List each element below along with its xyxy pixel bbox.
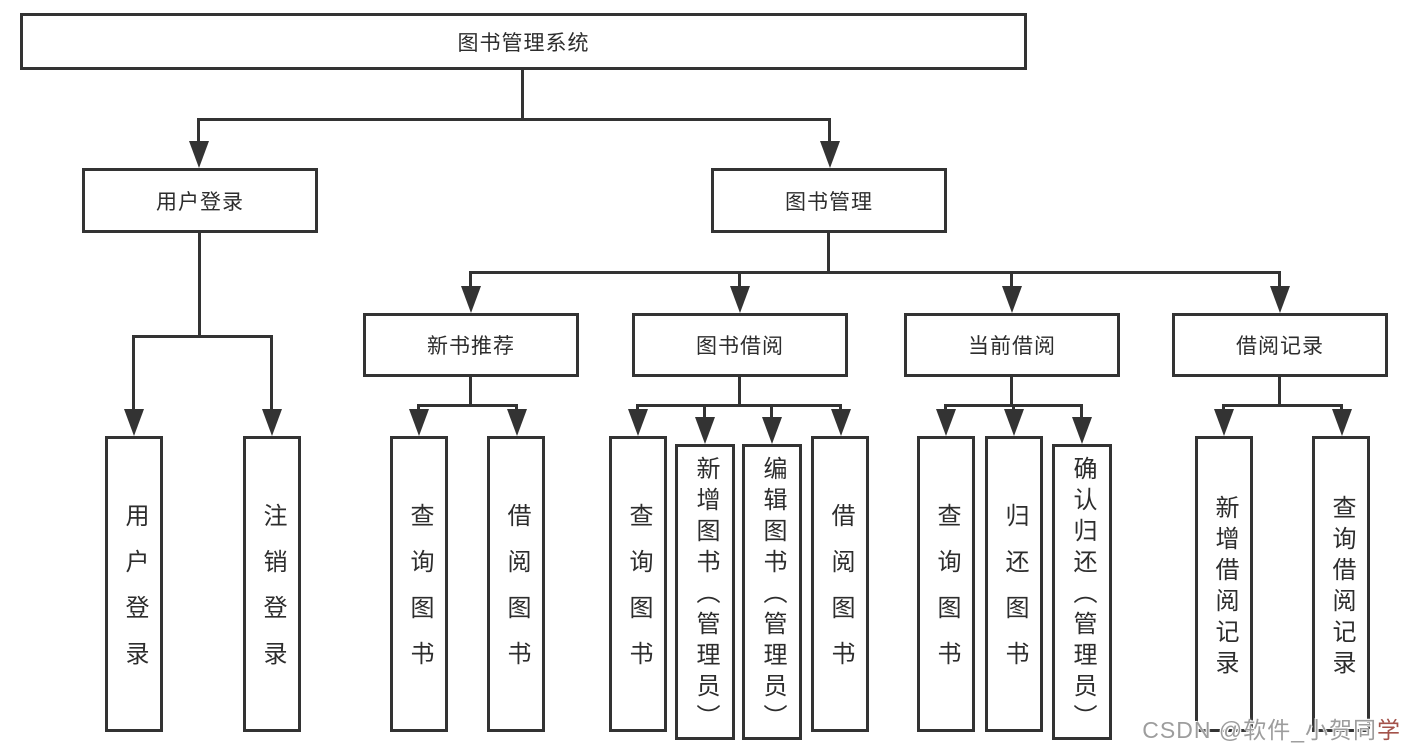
connector-line bbox=[417, 404, 420, 411]
node-book-management: 图书管理 bbox=[711, 168, 947, 233]
connector-line bbox=[417, 404, 518, 407]
leaf-label: 确认归还（管理员） bbox=[1069, 456, 1096, 735]
connector-line bbox=[197, 118, 831, 121]
connector-line bbox=[1080, 404, 1083, 419]
node-book-borrow: 图书借阅 bbox=[632, 313, 848, 377]
leaf-label: 查询图书 bbox=[625, 503, 652, 687]
connector-line bbox=[132, 335, 135, 411]
leaf-label: 借阅图书 bbox=[503, 503, 530, 687]
connector-line bbox=[521, 70, 524, 121]
leaf-label: 新增图书（管理员） bbox=[692, 456, 719, 735]
arrowhead-icon bbox=[507, 409, 527, 436]
connector-line bbox=[827, 233, 830, 274]
node-new-book-recommend: 新书推荐 bbox=[363, 313, 579, 377]
watermark-text: CSDN @软件_小贺同 bbox=[1142, 717, 1377, 743]
leaf-label: 编辑图书（管理员） bbox=[759, 456, 786, 735]
connector-line bbox=[636, 404, 842, 407]
arrowhead-icon bbox=[1002, 286, 1022, 313]
arrowhead-icon bbox=[730, 286, 750, 313]
node-label: 用户登录 bbox=[156, 190, 244, 214]
leaf-query-books: 查询图书 bbox=[917, 436, 975, 732]
leaf-return-books: 归还图书 bbox=[985, 436, 1043, 732]
arrowhead-icon bbox=[1214, 409, 1234, 436]
connector-line bbox=[703, 404, 706, 419]
arrowhead-icon bbox=[409, 409, 429, 436]
arrowhead-icon bbox=[461, 286, 481, 313]
connector-line bbox=[197, 118, 200, 144]
connector-line bbox=[738, 271, 741, 288]
leaf-query-books: 查询图书 bbox=[390, 436, 448, 732]
arrowhead-icon bbox=[695, 417, 715, 444]
leaf-label: 用户登录 bbox=[121, 503, 148, 687]
leaf-label: 归还图书 bbox=[1001, 503, 1028, 687]
connector-line bbox=[1010, 271, 1013, 288]
node-label: 新书推荐 bbox=[427, 335, 515, 358]
arrowhead-icon bbox=[820, 141, 840, 168]
arrowhead-icon bbox=[762, 417, 782, 444]
leaf-label: 注销登录 bbox=[259, 503, 286, 687]
connector-line bbox=[515, 404, 518, 411]
connector-line bbox=[770, 404, 773, 419]
arrowhead-icon bbox=[936, 409, 956, 436]
node-user-login: 用户登录 bbox=[82, 168, 318, 233]
connector-line bbox=[738, 377, 741, 407]
connector-line bbox=[839, 404, 842, 411]
connector-line bbox=[270, 335, 273, 411]
connector-line bbox=[1222, 404, 1225, 411]
node-borrow-record: 借阅记录 bbox=[1172, 313, 1388, 377]
watermark-accent-text: 学 bbox=[1377, 717, 1401, 743]
leaf-logout: 注销登录 bbox=[243, 436, 301, 732]
leaf-query-books: 查询图书 bbox=[609, 436, 667, 732]
connector-line bbox=[198, 233, 201, 338]
connector-line bbox=[1278, 271, 1281, 288]
leaf-add-borrow-record: 新增借阅记录 bbox=[1195, 436, 1253, 732]
root-node-label: 图书管理系统 bbox=[457, 31, 590, 55]
leaf-borrow-books: 借阅图书 bbox=[811, 436, 869, 732]
connector-line bbox=[469, 271, 472, 288]
arrowhead-icon bbox=[1004, 409, 1024, 436]
arrowhead-icon bbox=[1332, 409, 1352, 436]
node-current-borrow: 当前借阅 bbox=[904, 313, 1120, 377]
connector-line bbox=[1278, 377, 1281, 407]
arrowhead-icon bbox=[628, 409, 648, 436]
leaf-confirm-return-admin: 确认归还（管理员） bbox=[1052, 444, 1112, 740]
arrowhead-icon bbox=[124, 409, 144, 436]
connector-line bbox=[469, 377, 472, 407]
connector-line bbox=[469, 271, 1281, 274]
arrowhead-icon bbox=[262, 409, 282, 436]
connector-line bbox=[944, 404, 947, 411]
leaf-add-book-admin: 新增图书（管理员） bbox=[675, 444, 735, 740]
node-label: 借阅记录 bbox=[1236, 335, 1324, 358]
leaf-label: 查询图书 bbox=[933, 503, 960, 687]
connector-line bbox=[132, 335, 273, 338]
connector-line bbox=[1340, 404, 1343, 411]
leaf-label: 借阅图书 bbox=[827, 503, 854, 687]
arrowhead-icon bbox=[1072, 417, 1092, 444]
root-node-library-system: 图书管理系统 bbox=[20, 13, 1027, 70]
connector-line bbox=[1012, 404, 1015, 411]
connector-line bbox=[636, 404, 639, 411]
node-label: 图书借阅 bbox=[696, 335, 784, 358]
node-label: 图书管理 bbox=[785, 190, 873, 214]
leaf-edit-book-admin: 编辑图书（管理员） bbox=[742, 444, 802, 740]
connector-line bbox=[828, 118, 831, 144]
leaf-label: 查询借阅记录 bbox=[1328, 494, 1355, 681]
leaf-label: 新增借阅记录 bbox=[1211, 494, 1238, 681]
arrowhead-icon bbox=[189, 141, 209, 168]
connector-line bbox=[1222, 404, 1343, 407]
arrowhead-icon bbox=[831, 409, 851, 436]
csdn-watermark: CSDN @软件_小贺同学 bbox=[1142, 711, 1401, 745]
leaf-query-borrow-record: 查询借阅记录 bbox=[1312, 436, 1370, 732]
leaf-label: 查询图书 bbox=[406, 503, 433, 687]
leaf-borrow-books: 借阅图书 bbox=[487, 436, 545, 732]
arrowhead-icon bbox=[1270, 286, 1290, 313]
leaf-user-login: 用户登录 bbox=[105, 436, 163, 732]
connector-line bbox=[1010, 377, 1013, 407]
node-label: 当前借阅 bbox=[968, 335, 1056, 358]
